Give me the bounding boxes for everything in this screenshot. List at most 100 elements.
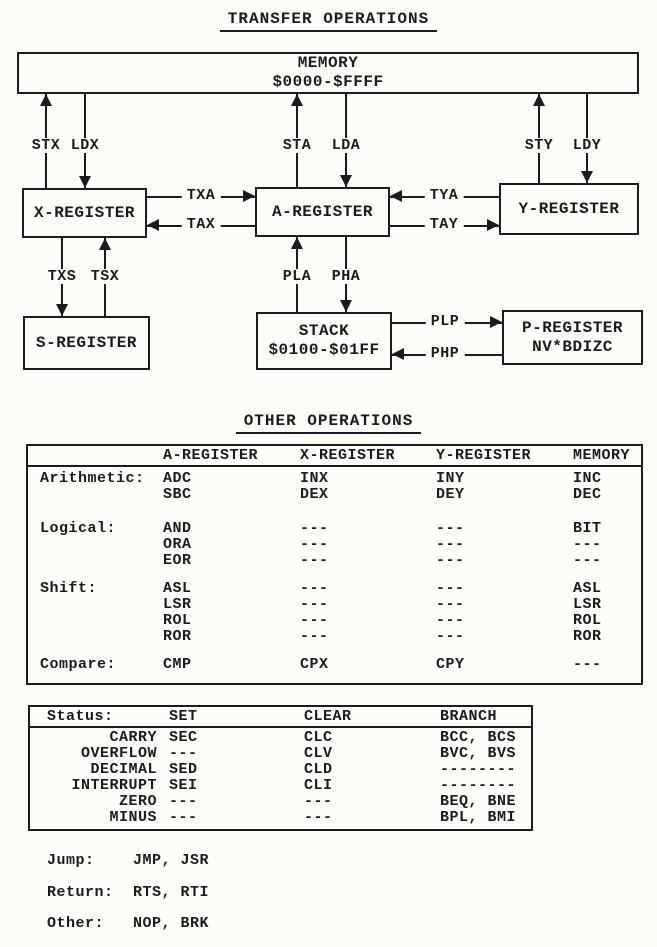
table-cell: CPX [300, 656, 329, 673]
table-cell: --- [304, 793, 333, 810]
table-row: LSR------LSR [28, 597, 641, 613]
table-cell: --- [300, 580, 329, 597]
table-row: Shift:ASL------ASL [28, 581, 641, 597]
row-group-label [28, 613, 163, 629]
arrow-label-tax: TAX [181, 217, 221, 232]
stx-arrowhead-icon [40, 94, 52, 106]
arrow-label-pha: PHA [326, 269, 366, 284]
table-cell: ROL [163, 612, 192, 629]
arrow-label-pla: PLA [277, 269, 317, 284]
operations-table: A-REGISTER X-REGISTER Y-REGISTER MEMORY … [26, 444, 643, 685]
table-cell: --- [304, 809, 333, 826]
table-cell: INC [573, 470, 602, 487]
return-label: Return: [47, 884, 114, 901]
arrow-label-tay: TAY [424, 217, 464, 232]
table-cell: --- [573, 552, 602, 569]
row-group-label [28, 537, 163, 553]
table-cell: --- [300, 552, 329, 569]
other-operations-title: OTHER OPERATIONS [0, 412, 657, 434]
table-cell: DEX [300, 486, 329, 503]
column-header-branch: BRANCH [440, 708, 498, 725]
row-label: ZERO [118, 793, 157, 810]
table-cell: INY [436, 470, 465, 487]
memory-label: MEMORY [297, 54, 359, 72]
arrow-label-ldy: LDY [567, 138, 607, 153]
operations-table-header: A-REGISTER X-REGISTER Y-REGISTER MEMORY [28, 446, 641, 467]
y-register-box: Y-REGISTER [499, 183, 639, 235]
table-cell: INX [300, 470, 329, 487]
table-cell: -------- [440, 777, 517, 794]
transfer-operations-title: TRANSFER OPERATIONS [0, 10, 657, 32]
table-row: ORA--------- [28, 537, 641, 553]
column-header-status: Status: [47, 708, 114, 725]
p-register-label: P-REGISTER [521, 318, 623, 337]
table-cell: ASL [163, 580, 192, 597]
table-cell: LSR [573, 596, 602, 613]
row-label: CARRY [109, 729, 157, 746]
table-cell: --- [436, 536, 465, 553]
other-value: NOP, BRK [133, 915, 210, 932]
arrow-label-txa: TXA [181, 188, 221, 203]
table-row: Arithmetic: ADC INX INY INC [28, 471, 641, 487]
table-cell: -------- [440, 761, 517, 778]
row-group-label [28, 553, 163, 569]
table-cell: CLV [304, 745, 333, 762]
row-group-label: Compare: [40, 656, 117, 673]
column-header-y-register: Y-REGISTER [436, 447, 532, 464]
s-register-box: S-REGISTER [23, 316, 150, 370]
ldy-arrowhead-icon [581, 171, 593, 183]
row-label: INTERRUPT [71, 777, 157, 794]
table-cell: DEY [436, 486, 465, 503]
return-line: Return: RTS, RTI [47, 885, 209, 901]
table-cell: --- [300, 612, 329, 629]
arrow-label-txs: TXS [42, 269, 82, 284]
row-group-label [28, 629, 163, 645]
table-cell: ROR [573, 628, 602, 645]
table-cell: --- [436, 580, 465, 597]
table-cell: BPL, BMI [440, 809, 517, 826]
table-cell: AND [163, 520, 192, 537]
stack-address-range: $0100-$01FF [268, 341, 380, 359]
table-cell: --- [573, 536, 602, 553]
table-cell: --- [300, 628, 329, 645]
table-cell: CLI [304, 777, 333, 794]
table-cell: --- [169, 809, 198, 826]
table-row: ROR --- --- ROR [28, 629, 641, 645]
arrow-label-sta: STA [277, 138, 317, 153]
table-cell: --- [436, 628, 465, 645]
tax-arrowhead-icon [147, 219, 159, 231]
ldx-arrowhead-icon [79, 176, 91, 188]
column-header-a-register: A-REGISTER [163, 447, 259, 464]
table-cell: CMP [163, 656, 192, 673]
table-cell: ROR [163, 628, 192, 645]
pha-arrowhead-icon [340, 300, 352, 312]
p-register-flags: NV*BDIZC [532, 337, 613, 356]
table-cell: EOR [163, 552, 192, 569]
other-line: Other: NOP, BRK [47, 916, 209, 932]
column-header-x-register: X-REGISTER [300, 447, 396, 464]
table-cell: --- [436, 596, 465, 613]
table-cell: ASL [573, 580, 602, 597]
row-group-label: Arithmetic: [40, 470, 145, 487]
table-cell: LSR [163, 596, 192, 613]
x-register-label: X-REGISTER [33, 203, 135, 222]
table-cell: BVC, BVS [440, 745, 517, 762]
table-cell: --- [436, 552, 465, 569]
memory-box: MEMORY $0000-$FFFF [17, 52, 639, 94]
table-cell: BEQ, BNE [440, 793, 517, 810]
x-register-box: X-REGISTER [22, 188, 147, 238]
jump-line: Jump: JMP, JSR [47, 853, 209, 869]
table-cell: ADC [163, 470, 192, 487]
arrow-label-php: PHP [425, 346, 465, 361]
table-cell: SBC [163, 486, 192, 503]
s-register-label: S-REGISTER [35, 333, 137, 352]
row-group-label: Logical: [40, 520, 117, 537]
other-label: Other: [47, 915, 105, 932]
column-header-set: SET [169, 708, 198, 725]
table-cell: --- [573, 656, 602, 673]
